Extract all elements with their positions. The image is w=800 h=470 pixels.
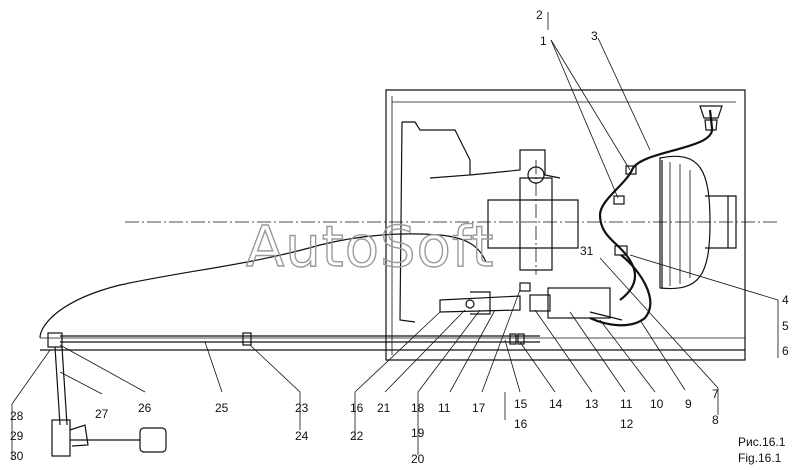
clutch-slave-cylinder [519, 282, 623, 321]
callout-labels: 2 1 3 31 4 5 6 7 8 9 10 11 12 13 14 15 1… [10, 8, 789, 466]
callout-19: 19 [411, 426, 425, 440]
callout-26: 26 [138, 401, 152, 415]
clutch-pedal-assembly [47, 332, 167, 457]
callout-11-right: 11 [620, 397, 633, 411]
callout-13: 13 [585, 397, 599, 411]
callout-1: 1 [540, 34, 547, 48]
callout-5: 5 [782, 319, 789, 333]
callout-2: 2 [536, 8, 543, 22]
callout-25: 25 [215, 401, 229, 415]
callout-4: 4 [782, 293, 789, 307]
reservoir-fitting [699, 105, 723, 131]
watermark: AutoSoft [246, 215, 495, 280]
figure-caption-ru: Рис.16.1 [738, 435, 786, 449]
callout-31: 31 [580, 244, 594, 258]
callout-15: 15 [514, 397, 528, 411]
callout-29: 29 [10, 429, 24, 443]
pipe-clip [242, 332, 252, 346]
hydraulic-line-lower [589, 254, 652, 327]
callout-30: 30 [10, 449, 24, 463]
callout-16-right: 16 [514, 417, 528, 431]
callout-23: 23 [295, 401, 309, 415]
line-clamp-upper [625, 165, 637, 175]
callout-8: 8 [712, 413, 719, 427]
callout-6: 6 [782, 344, 789, 358]
clutch-housing [659, 155, 737, 290]
callout-18: 18 [411, 401, 425, 415]
line-clamp-middle [613, 195, 625, 205]
figure-caption-en: Fig.16.1 [738, 451, 782, 465]
callout-24: 24 [295, 429, 309, 443]
callout-3: 3 [591, 29, 598, 43]
hydraulic-line-upper [598, 127, 714, 301]
callout-9: 9 [685, 397, 692, 411]
callout-27: 27 [95, 407, 109, 421]
callout-20: 20 [411, 452, 425, 466]
callout-21: 21 [377, 401, 391, 415]
hydraulic-line-reservoir [708, 109, 714, 129]
callout-12: 12 [620, 417, 634, 431]
callout-11-left: 11 [438, 401, 451, 415]
release-fork-rod [439, 291, 521, 315]
callout-7: 7 [712, 387, 719, 401]
callout-10: 10 [650, 397, 664, 411]
callout-17: 17 [472, 401, 486, 415]
transmission-housing [385, 89, 746, 361]
callout-14: 14 [549, 397, 563, 411]
shift-tower [487, 166, 579, 271]
callout-22: 22 [350, 429, 364, 443]
leader-lines [11, 12, 779, 460]
callout-16-left: 16 [350, 401, 364, 415]
callout-28: 28 [10, 409, 24, 423]
cab-outline [39, 233, 487, 339]
